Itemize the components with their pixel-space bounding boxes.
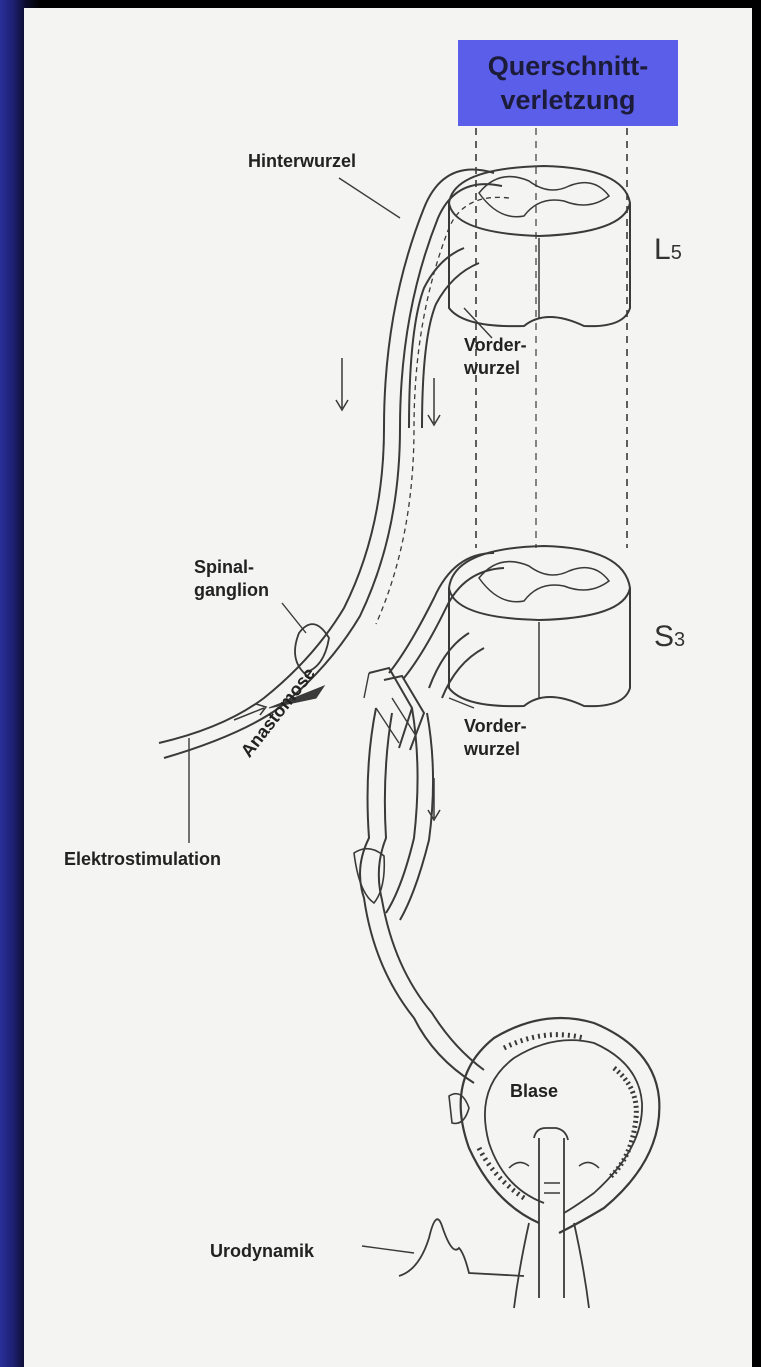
label-spinalganglion-line1: Spinal- <box>194 556 269 579</box>
spinal-segment-s3 <box>449 546 630 706</box>
label-blase: Blase <box>510 1080 558 1103</box>
diagram-sheet: Querschnitt- verletzung Hinterwurzel L5 … <box>24 8 752 1367</box>
label-spinalganglion-line2: ganglion <box>194 579 269 602</box>
bladder <box>461 1018 660 1308</box>
label-hinterwurzel: Hinterwurzel <box>248 150 356 173</box>
label-s3-sub: 3 <box>674 629 685 651</box>
label-level-l5: L5 <box>654 233 682 267</box>
label-elektrostimulation: Elektrostimulation <box>64 848 221 871</box>
banner-line-2: verletzung <box>500 83 635 117</box>
label-vorderwurzel-top-line1: Vorder- <box>464 334 527 357</box>
spinal-injury-banner: Querschnitt- verletzung <box>458 40 678 126</box>
urodynamic-trace <box>399 1219 524 1276</box>
label-s3-main: S <box>654 620 674 653</box>
nerve-bundle-s3 <box>369 553 504 820</box>
label-level-s3: S3 <box>654 620 685 654</box>
label-spinalganglion: Spinal- ganglion <box>194 556 269 602</box>
label-vorderwurzel-top-line2: wurzel <box>464 357 527 380</box>
pelvic-nerve <box>354 708 484 1123</box>
label-vorderwurzel-bottom-line1: Vorder- <box>464 715 527 738</box>
label-vorderwurzel-bottom-line2: wurzel <box>464 738 527 761</box>
label-vorderwurzel-top: Vorder- wurzel <box>464 334 527 380</box>
banner-line-1: Querschnitt- <box>488 49 649 83</box>
label-l5-sub: 5 <box>671 242 682 264</box>
nerve-diagram-drawing <box>24 8 752 1367</box>
label-vorderwurzel-bottom: Vorder- wurzel <box>464 715 527 761</box>
label-l5-main: L <box>654 233 671 266</box>
label-urodynamik: Urodynamik <box>210 1240 314 1263</box>
nerve-bundle-l5 <box>159 170 509 758</box>
